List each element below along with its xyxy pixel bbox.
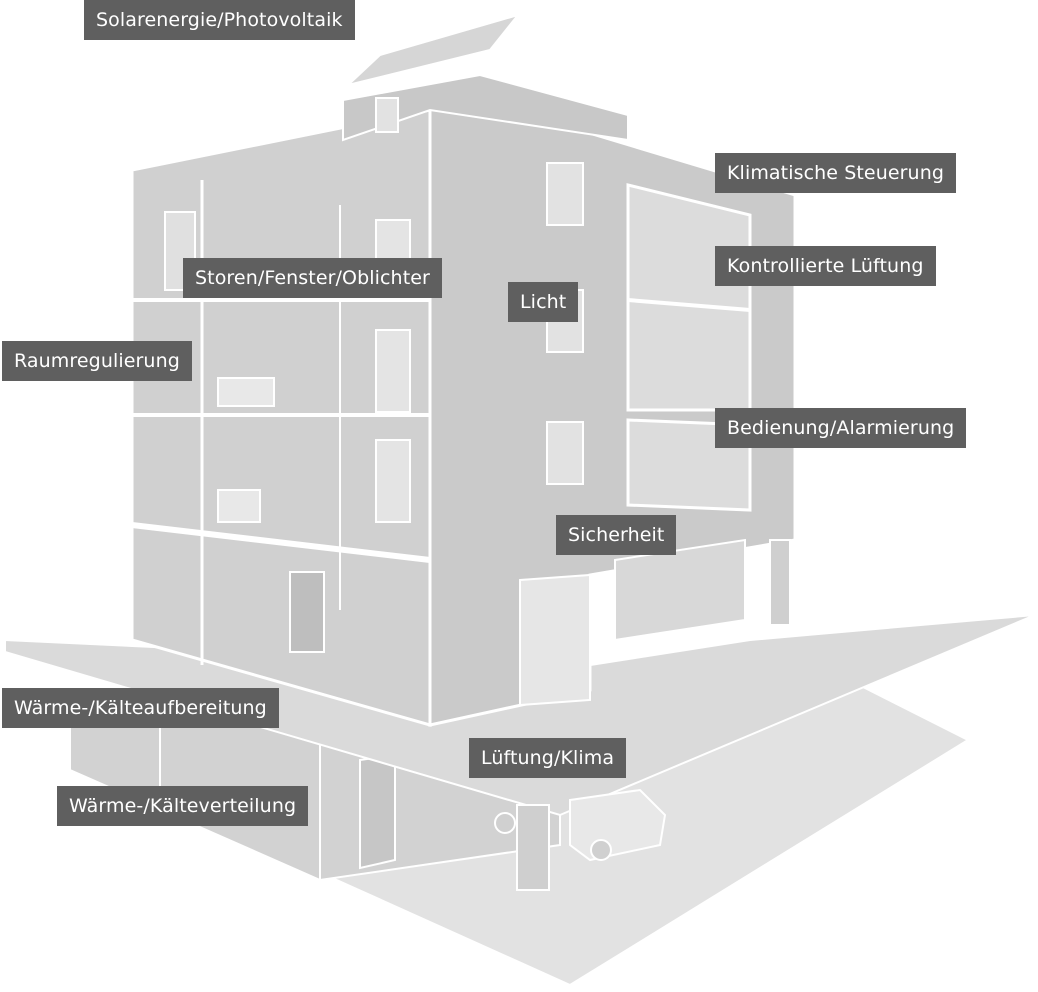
label-climate-control: Klimatische Steuerung: [715, 153, 957, 193]
car: [494, 788, 667, 862]
roof-structure: [342, 13, 629, 142]
label-light: Licht: [508, 282, 579, 322]
label-room-regulation: Raumregulierung: [2, 341, 192, 381]
label-ventilation-climate: Lüftung/Klima: [469, 738, 627, 778]
label-blinds-windows: Storen/Fenster/Oblichter: [183, 258, 442, 298]
garage-pillar: [516, 804, 550, 891]
building-right-section: [428, 82, 797, 727]
label-heat-cold-distribution: Wärme-/Kälteverteilung: [57, 786, 309, 826]
label-solar: Solarenergie/Photovoltaik: [84, 0, 355, 40]
label-heat-cold-preparation: Wärme-/Kälteaufbereitung: [2, 688, 279, 728]
building-left-section: [130, 108, 432, 727]
label-controlled-ventilation: Kontrollierte Lüftung: [715, 246, 936, 286]
label-operation-alarm: Bedienung/Alarmierung: [715, 408, 967, 448]
label-security: Sicherheit: [556, 515, 677, 555]
